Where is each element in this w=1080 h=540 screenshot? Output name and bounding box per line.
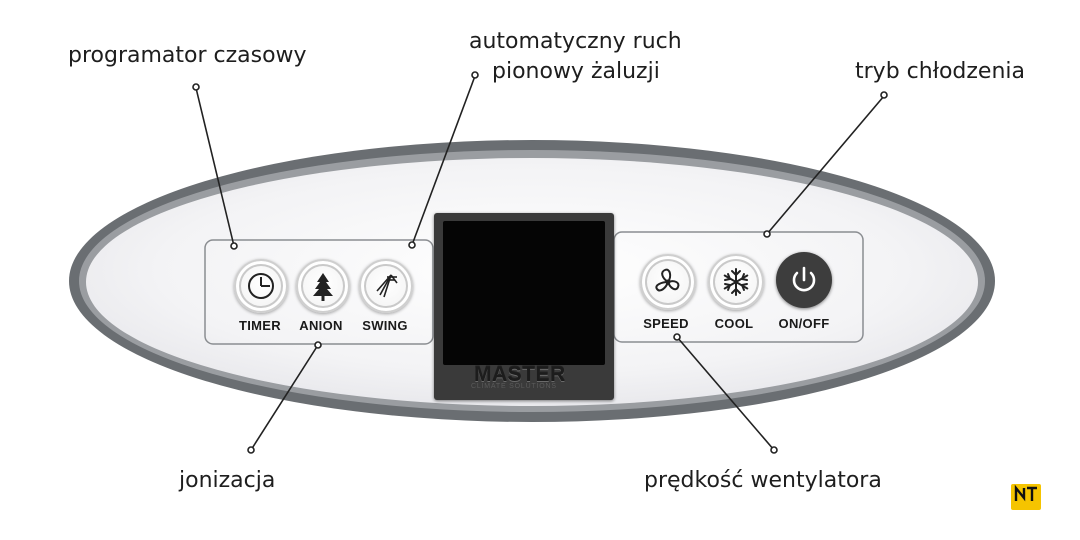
- timer-button[interactable]: [234, 259, 288, 313]
- swing-button[interactable]: [359, 259, 413, 313]
- annotation-cool: tryb chłodzenia: [855, 59, 1025, 84]
- clock-icon: [248, 273, 274, 299]
- cool-label: COOL: [714, 316, 754, 331]
- corner-logo: [1011, 484, 1041, 510]
- tree-icon: [313, 273, 333, 301]
- snowflake-icon: [723, 268, 749, 296]
- annotation-swing-line1: automatyczny ruch: [469, 29, 682, 54]
- power-button[interactable]: [776, 252, 832, 308]
- cool-button[interactable]: [708, 254, 764, 310]
- anion-button[interactable]: [296, 259, 350, 313]
- fan-icon: [655, 268, 680, 292]
- brand-tagline: CLIMATE SOLUTIONS: [471, 383, 557, 390]
- right-group-frame: [613, 231, 864, 343]
- speed-button[interactable]: [640, 254, 696, 310]
- annotation-speed: prędkość wentylatora: [644, 468, 882, 493]
- swing-label: SWING: [362, 318, 408, 333]
- anion-label: ANION: [299, 318, 343, 333]
- annotation-timer: programator czasowy: [68, 43, 307, 68]
- speed-label: SPEED: [643, 316, 689, 331]
- lcd-display: MASTER CLIMATE SOLUTIONS: [434, 213, 614, 400]
- lcd-screen: [443, 221, 605, 365]
- annotation-anion: jonizacja: [179, 468, 276, 493]
- brand-logo: MASTER: [474, 363, 566, 386]
- timer-label: TIMER: [239, 318, 281, 333]
- power-label: ON/OFF: [778, 316, 830, 331]
- corner-logo-mark: [1014, 484, 1037, 502]
- power-icon: [792, 266, 816, 292]
- annotation-swing-line2: pionowy żaluzji: [492, 59, 660, 84]
- louver-swing-icon: [376, 274, 398, 298]
